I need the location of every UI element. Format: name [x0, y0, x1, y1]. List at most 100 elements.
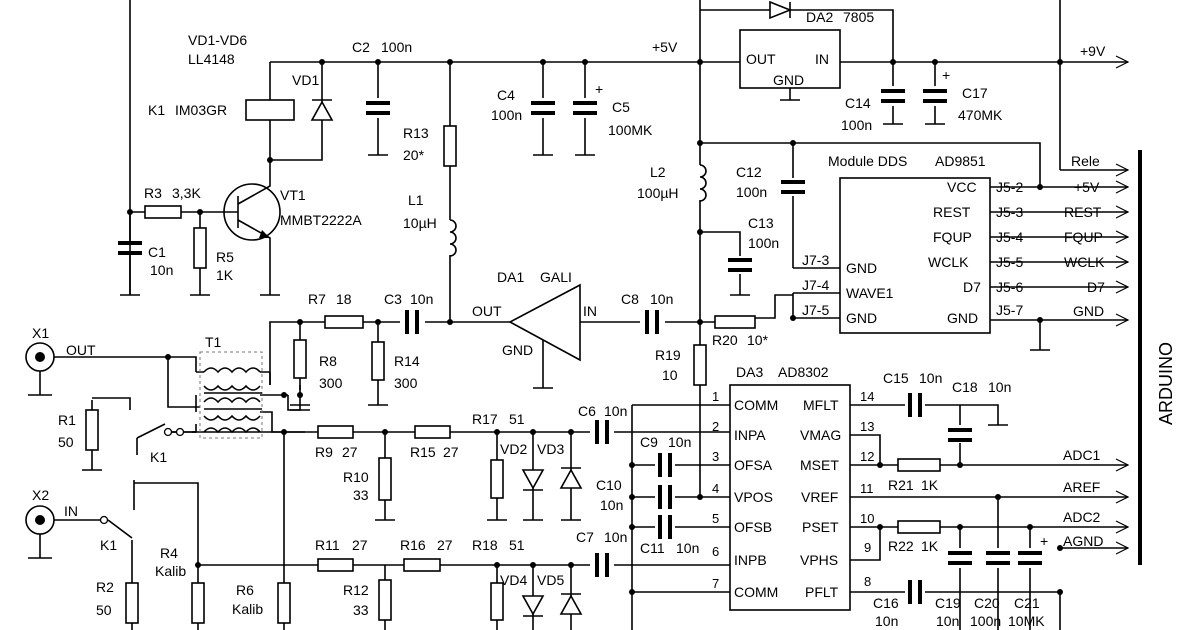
j7-3-label: J7-3: [802, 252, 829, 268]
c6-value: 10n: [604, 403, 627, 419]
c21-label: C21: [1014, 595, 1040, 611]
j5-6-label: J5-6: [996, 279, 1023, 295]
net-wclk: WCLK: [1064, 254, 1105, 270]
reg-out-label: OUT: [746, 51, 776, 67]
switch-contacts: [99, 427, 185, 525]
l2-label: L2: [650, 164, 666, 180]
c18-label: C18: [952, 379, 978, 395]
c8-value: 10n: [650, 291, 673, 307]
ad8302-num-1: 1: [712, 389, 719, 404]
ad8302-pin-3: OFSA: [734, 457, 773, 473]
vd3-label: VD3: [537, 441, 564, 457]
c12-label: C12: [736, 164, 762, 180]
r17-value: 51: [509, 411, 525, 427]
c9-value: 10n: [668, 434, 691, 450]
c17-label: C17: [962, 85, 988, 101]
ad8302-pin-10: PSET: [802, 519, 839, 535]
ad8302-pin-9: VPHS: [800, 552, 838, 568]
c14-label: C14: [845, 95, 871, 111]
r14-value: 300: [394, 375, 418, 391]
ad8302-pin-4: VPOS: [734, 489, 773, 505]
r16-label: R16: [400, 537, 426, 553]
ad8302-num-4: 4: [712, 481, 719, 496]
l1-value: 10µH: [403, 215, 437, 231]
regulator-box: [739, 29, 841, 89]
dds-pin-vcc: VCC: [947, 179, 977, 195]
r6-value: Kalib: [232, 601, 263, 617]
net-fqup: FQUP: [1064, 229, 1103, 245]
c16-label: C16: [873, 595, 899, 611]
x2-label: X2: [32, 487, 49, 503]
wires: [40, 0, 1142, 630]
l2-value: 100µH: [637, 185, 679, 201]
arduino-label: ARDUINO: [1156, 342, 1176, 425]
k1-upper-label: K1: [150, 449, 167, 465]
r3-value: 3,3K: [172, 185, 201, 201]
capacitors: [118, 89, 1042, 604]
vd1-label: VD1: [292, 72, 319, 88]
regulator-label: DA2: [806, 9, 833, 25]
ad8302-num-9: 9: [864, 540, 871, 555]
net-arrows: [1115, 55, 1130, 555]
ad8302-num-5: 5: [712, 511, 719, 526]
net-gnd: GND: [1073, 303, 1104, 319]
c21-value: 10MK: [1008, 613, 1045, 629]
dds-pin-rest: REST: [933, 204, 971, 220]
r1-value: 50: [58, 434, 74, 450]
l1-label: L1: [408, 192, 424, 208]
x2-signal: IN: [64, 503, 78, 519]
r15-label: R15: [410, 444, 436, 460]
r3-label: R3: [144, 185, 162, 201]
r19-value: 10: [662, 367, 678, 383]
vd-part-label: LL4148: [188, 51, 235, 67]
r2-value: 50: [96, 602, 112, 618]
x1-label: X1: [32, 325, 49, 341]
ad8302-num-7: 7: [712, 576, 719, 591]
ad8302-num-14: 14: [860, 389, 874, 404]
r12-value: 33: [353, 602, 369, 618]
r20-label: R20: [712, 332, 738, 348]
c18-value: 10n: [988, 379, 1011, 395]
c1-label: C1: [148, 244, 166, 260]
c21-polarity: +: [1040, 533, 1048, 549]
r18-value: 51: [509, 537, 525, 553]
r20-value: 10*: [747, 332, 769, 348]
r1-label: R1: [58, 412, 76, 428]
j5-3-label: J5-3: [996, 204, 1023, 220]
ad8302-pin-6: INPB: [734, 552, 767, 568]
c16-value: 10n: [875, 613, 898, 629]
j5-7-label: J5-7: [996, 302, 1023, 318]
r18-label: R18: [472, 537, 498, 553]
c7-value: 10n: [604, 529, 627, 545]
c4-value: 100n: [491, 107, 522, 123]
j5-2-label: J5-2: [996, 179, 1023, 195]
r9-value: 27: [342, 444, 358, 460]
r13-value: 20*: [403, 147, 425, 163]
c11-label: C11: [640, 540, 665, 556]
ad8302-num-11: 11: [860, 481, 874, 496]
detector-part: AD8302: [778, 364, 829, 380]
relay-coil: [245, 99, 295, 121]
r19-label: R19: [655, 347, 681, 363]
ad8302-num-12: 12: [860, 449, 874, 464]
ad8302-box: [729, 384, 851, 611]
r7-label: R7: [308, 291, 326, 307]
amp-gnd-label: GND: [502, 342, 533, 358]
dds-pin-gnd-l2: GND: [846, 310, 877, 326]
c13-value: 100n: [748, 235, 779, 251]
c8-label: C8: [621, 291, 639, 307]
ad8302-num-13: 13: [860, 419, 874, 434]
r16-value: 27: [437, 537, 453, 553]
detector-label: DA3: [736, 364, 763, 380]
r21-value: 1K: [921, 477, 939, 493]
r10-value: 33: [353, 487, 369, 503]
c17-polarity: +: [942, 67, 950, 83]
net-d7: D7: [1087, 279, 1105, 295]
c5-value: 100MK: [608, 122, 653, 138]
dds-pin-wclk: WCLK: [928, 254, 969, 270]
dds-pin-gnd: GND: [947, 310, 978, 326]
c10-value: 10n: [600, 497, 623, 513]
connector-x2: [25, 505, 55, 558]
ad8302-num-8: 8: [864, 574, 871, 589]
